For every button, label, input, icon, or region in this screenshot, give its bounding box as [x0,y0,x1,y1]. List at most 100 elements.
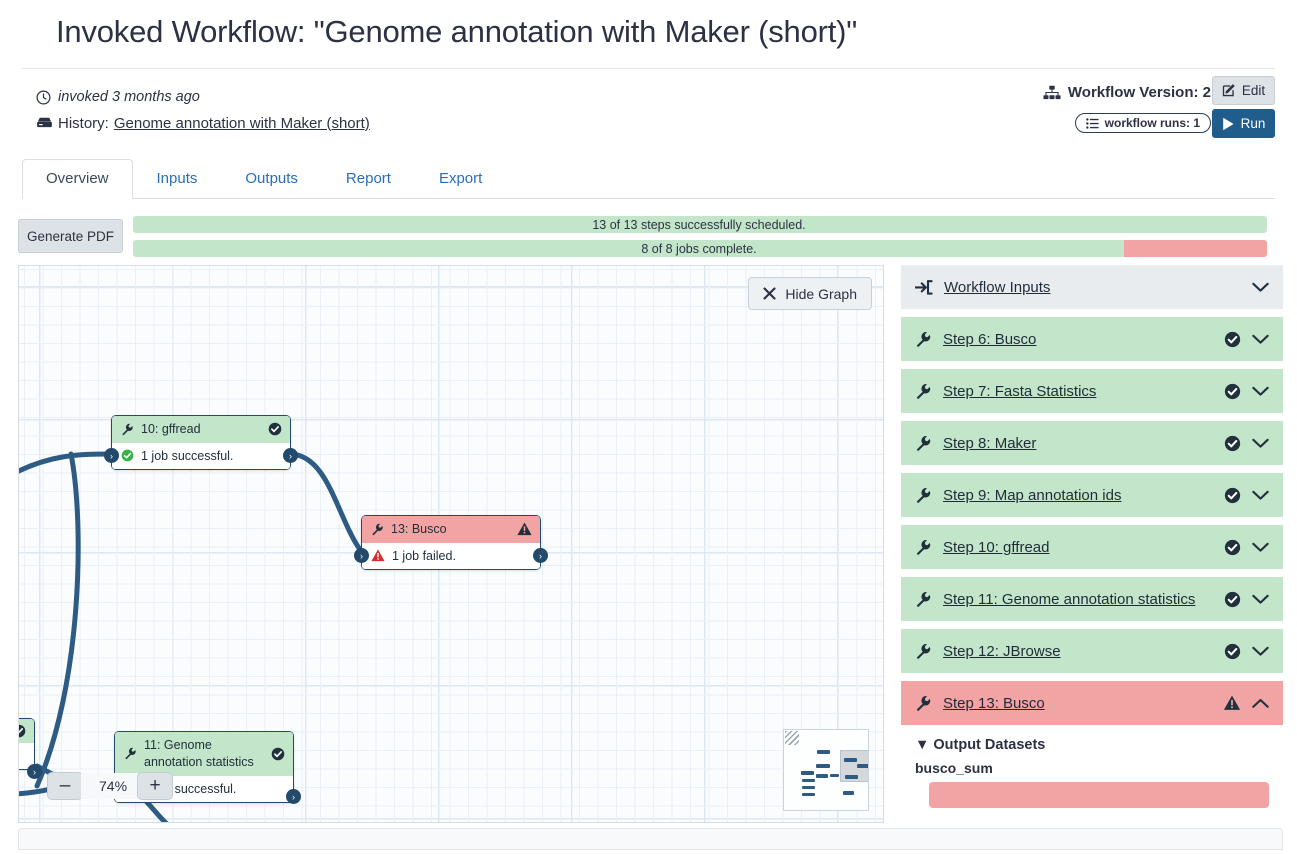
run-button[interactable]: Run [1212,109,1275,138]
graph-node-gffread-header: 10: gffread [112,416,290,443]
tool-wrench-icon [121,423,134,436]
tool-wrench-icon [915,331,932,348]
chevron-down-icon[interactable] [1252,334,1269,345]
graph-node-busco-input-port[interactable]: › [354,548,369,563]
step-9-header[interactable]: Step 9: Map annotation ids [901,473,1283,517]
check-circle-icon [19,724,26,738]
edit-button[interactable]: Edit [1212,76,1275,105]
minimap-node [830,774,839,777]
minimap-node [845,775,858,779]
chevron-down-icon[interactable] [1252,282,1269,293]
jobs-progress-label: 8 of 8 jobs complete. [641,241,757,256]
steps-progress-bar: 13 of 13 steps successfully scheduled. [133,216,1267,233]
workflow-runs-badge[interactable]: workflow runs: 1 [1074,113,1211,133]
sidebar-item-step-6[interactable]: Step 6: Busco [901,317,1283,361]
sidebar-item-step-13[interactable]: Step 13: Busco ▼ Output Datasets busco_s… [901,681,1283,810]
sidebar-item-step-12[interactable]: Step 12: JBrowse [901,629,1283,673]
steps-sidebar[interactable]: Workflow Inputs Step 6: Busco [901,265,1283,823]
warning-triangle-icon [1223,695,1241,711]
graph-node-busco-title: 13: Busco [391,522,447,536]
jobs-progress-bar: 8 of 8 jobs complete. [133,240,1267,257]
invoked-row: invoked 3 months ago [36,85,370,109]
sidebar-item-step-9[interactable]: Step 9: Map annotation ids [901,473,1283,517]
tab-outputs[interactable]: Outputs [245,170,298,187]
minimap-resize-grip[interactable] [785,731,799,745]
footer-strip [18,828,1283,850]
sidebar-item-step-11[interactable]: Step 11: Genome annotation statistics [901,577,1283,621]
sitemap-icon [1043,85,1061,100]
tool-wrench-icon [371,523,384,536]
sidebar-item-step-10[interactable]: Step 10: gffread [901,525,1283,569]
tab-report[interactable]: Report [345,170,391,187]
chevron-down-icon[interactable] [1252,542,1269,553]
workflow-graph[interactable]: Hide Graph › 10: gffread [18,265,884,823]
chevron-down-icon[interactable] [1252,594,1269,605]
minimap-node [816,774,828,778]
step-11-header[interactable]: Step 11: Genome annotation statistics [901,577,1283,621]
zoom-out-button[interactable]: – [47,772,83,800]
graph-node-gffread-status: 1 job successful. [141,448,234,463]
sidebar-item-step-7[interactable]: Step 7: Fasta Statistics [901,369,1283,413]
tab-overview[interactable]: Overview [22,159,133,199]
minimap-node [843,791,854,795]
invoked-text: invoked 3 months ago [58,89,200,105]
hide-graph-label: Hide Graph [785,285,857,302]
graph-node-busco[interactable]: 13: Busco 1 job failed. › › [354,515,548,570]
step-13-header[interactable]: Step 13: Busco [901,681,1283,725]
check-circle-icon [1224,487,1241,504]
minimap-node [816,764,830,768]
tool-wrench-icon [915,591,932,608]
step-8-header[interactable]: Step 8: Maker [901,421,1283,465]
dataset-item[interactable] [929,782,1269,808]
generate-pdf-button[interactable]: Generate PDF [18,219,123,253]
dataset-name: busco_sum [915,760,993,776]
graph-node-partial-body [19,743,34,769]
tool-wrench-icon [915,487,932,504]
history-label: History: [58,114,109,132]
chevron-down-icon[interactable] [1252,386,1269,397]
output-datasets-section-label[interactable]: ▼ Output Datasets [915,737,1046,753]
graph-node-busco-body: 1 job failed. [362,542,540,569]
chevron-down-icon[interactable] [1252,438,1269,449]
workflow-runs-text: workflow runs: 1 [1104,116,1200,130]
tool-wrench-icon [915,643,932,660]
zoom-in-button[interactable]: + [137,772,174,800]
graph-node-partial[interactable]: › [19,718,42,779]
error-icon [371,549,385,562]
graph-node-gffread-input-port[interactable]: › [104,448,119,463]
step-10-header[interactable]: Step 10: gffread [901,525,1283,569]
graph-node-partial-output-port[interactable]: › [27,764,42,779]
tab-export[interactable]: Export [438,170,483,187]
history-link[interactable]: Genome annotation with Maker (short) [113,114,370,132]
minimap-node [801,771,814,775]
step-6-header[interactable]: Step 6: Busco [901,317,1283,361]
check-circle-icon [1224,591,1241,608]
graph-node-genome-stats-title: 11: Genome annotation statistics [144,738,254,769]
check-circle-icon [1224,331,1241,348]
graph-node-gffread[interactable]: 10: gffread 1 job successful. › › [104,415,298,470]
title-divider [22,68,1275,69]
step-12-header[interactable]: Step 12: JBrowse [901,629,1283,673]
hide-graph-button[interactable]: Hide Graph [748,277,872,310]
graph-node-gffread-title: 10: gffread [141,422,201,436]
tab-inputs[interactable]: Inputs [156,170,198,187]
graph-node-gffread-output-port[interactable]: › [283,448,298,463]
page-title: Invoked Workflow: "Genome annotation wit… [56,14,858,49]
workflow-inputs-header[interactable]: Workflow Inputs [901,265,1283,309]
sidebar-item-workflow-inputs[interactable]: Workflow Inputs [901,265,1283,309]
step-6-label: Step 6: Busco [943,330,1037,348]
check-circle-icon [1224,643,1241,660]
chevron-down-icon[interactable] [1252,490,1269,501]
graph-node-busco-header: 13: Busco [362,516,540,543]
close-icon [763,287,776,300]
sidebar-item-step-8[interactable]: Step 8: Maker [901,421,1283,465]
chevron-down-icon[interactable] [1252,646,1269,657]
edit-icon [1222,83,1237,98]
check-circle-icon [1224,435,1241,452]
graph-minimap[interactable] [783,729,869,811]
chevron-up-icon[interactable] [1252,698,1269,709]
graph-node-busco-output-port[interactable]: › [533,548,548,563]
graph-node-genome-stats-output-port[interactable]: › [286,789,301,804]
step-7-header[interactable]: Step 7: Fasta Statistics [901,369,1283,413]
